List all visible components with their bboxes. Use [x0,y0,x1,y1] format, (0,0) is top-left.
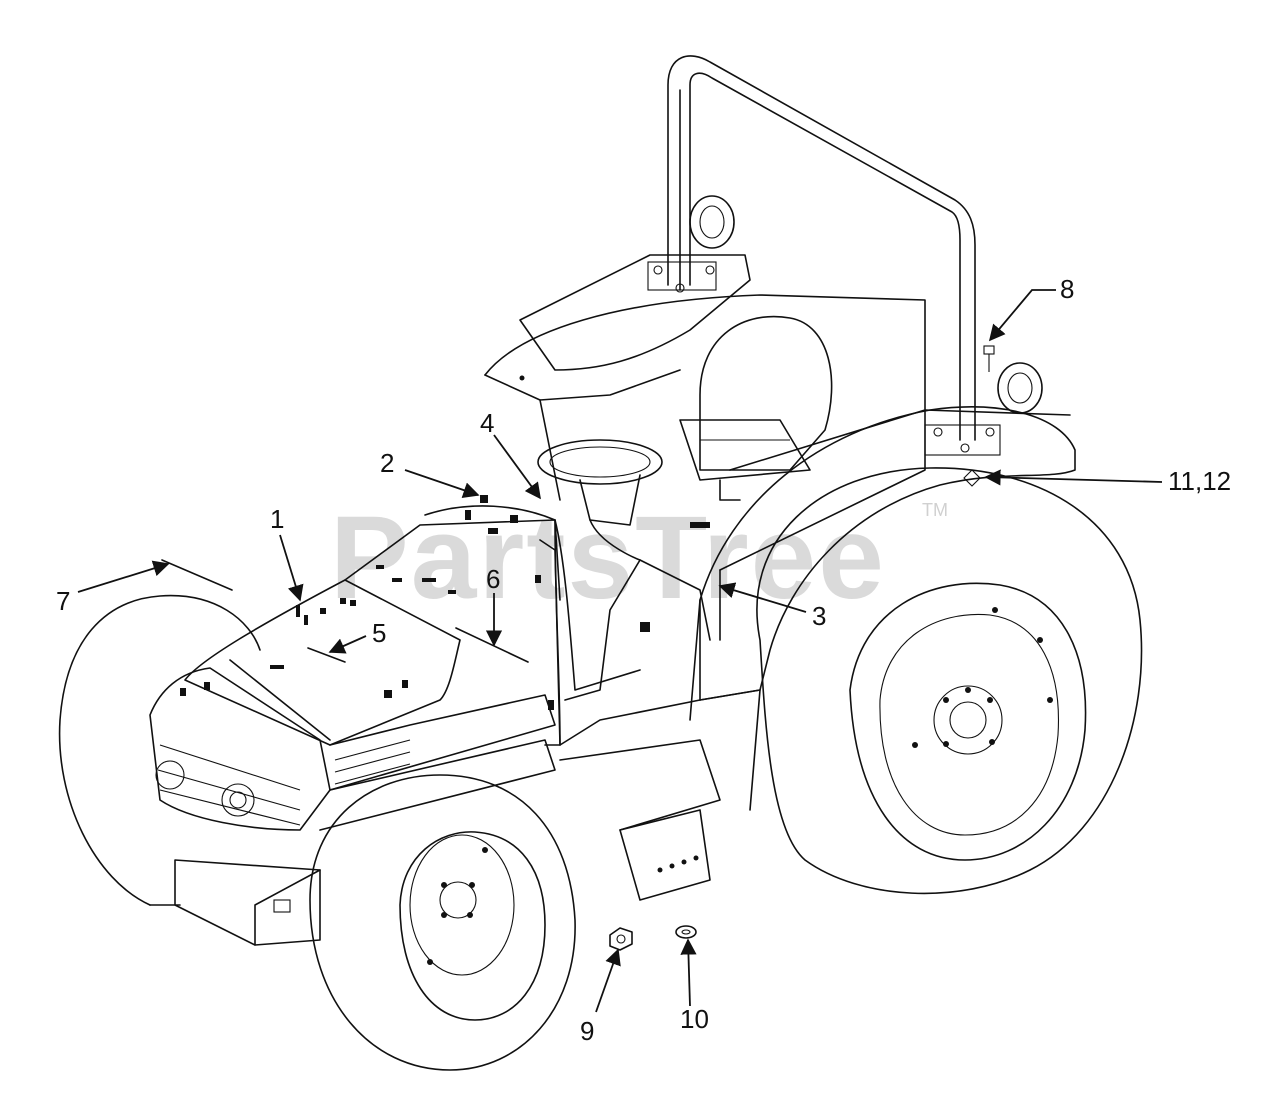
item-9-nut [609,927,633,951]
decal-patches [180,495,710,710]
leader-10 [680,938,697,1007]
tractor-illustration [58,55,1143,1071]
front-right-tire [309,774,576,1071]
leader-8 [988,289,1056,342]
rear-lamps [689,195,1043,414]
callout-8: 8 [1060,274,1074,304]
watermark: PartsTree TM [330,492,948,624]
front-left-tire [58,594,261,906]
callout-11-12: 11,12 [1168,466,1231,496]
hood [149,519,561,946]
rear-right-tire [756,467,1143,895]
item-5-pin [307,647,346,663]
callout-2: 2 [380,448,394,478]
leader-4 [493,434,541,500]
callout-labels: 1 2 3 4 5 6 7 8 9 10 11,12 [56,274,1231,1046]
leader-3 [718,582,807,613]
leader-7 [77,560,170,593]
step [559,739,721,901]
callout-1: 1 [270,504,284,534]
item-10-washer [675,925,697,939]
left-fender [519,254,751,381]
leader-5 [328,635,367,654]
rops-bar [667,55,1001,456]
leader-11-12 [984,469,1163,486]
callout-3: 3 [812,601,826,631]
item-11-12-fastener [963,469,981,487]
callout-7: 7 [56,586,70,616]
dashboard-cowl [424,505,711,746]
watermark-brand: PartsTree [330,492,886,624]
seat [679,315,833,501]
steering-wheel [537,439,663,561]
watermark-trademark: TM [922,500,948,520]
leader-9 [595,948,621,1013]
callout-9: 9 [580,1016,594,1046]
leader-lines [77,289,1163,1013]
item-7-strip [161,559,233,591]
callout-4: 4 [480,408,494,438]
leader-2 [404,469,480,498]
item-8-bolt [983,345,995,372]
item-6-strip [455,627,529,663]
callout-6: 6 [486,564,500,594]
callout-10: 10 [680,1004,709,1034]
leader-1 [279,534,304,602]
callout-5: 5 [372,618,386,648]
